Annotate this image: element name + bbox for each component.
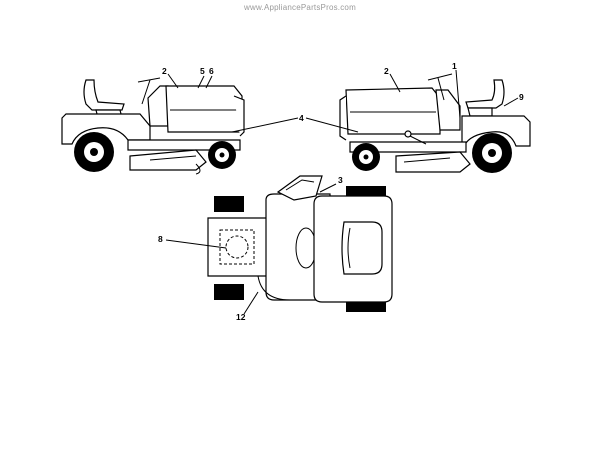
leader-lines (165, 69, 519, 315)
callout-12: 12 (236, 312, 246, 322)
callout-6: 6 (209, 66, 214, 76)
callout-3: 3 (338, 175, 343, 185)
tractor-right-side-view (339, 73, 531, 173)
callout-9: 9 (519, 92, 524, 102)
tractor-left-side-view (61, 77, 245, 175)
tractor-top-view (207, 175, 393, 312)
callout-8: 8 (158, 234, 163, 244)
callout-5: 5 (200, 66, 205, 76)
site-watermark: www.AppliancePartsPros.com (244, 3, 356, 12)
callout-4: 4 (299, 113, 304, 123)
callout-1: 1 (452, 61, 457, 71)
callout-2-left: 2 (162, 66, 167, 76)
callout-2-right: 2 (384, 66, 389, 76)
